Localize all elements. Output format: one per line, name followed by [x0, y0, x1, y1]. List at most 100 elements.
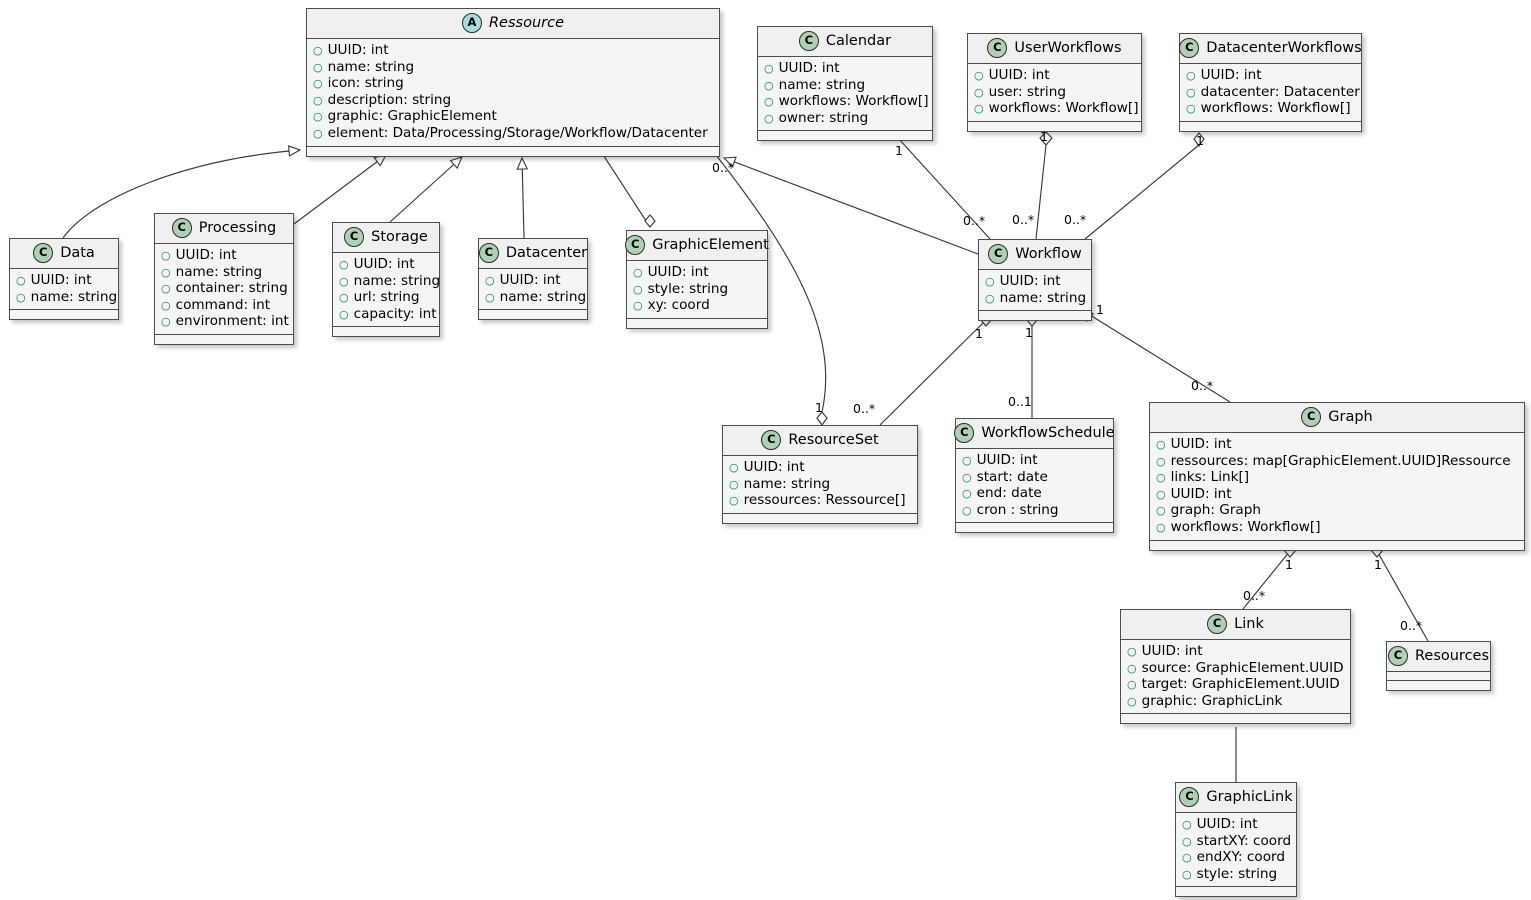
visibility-public-icon: ○: [962, 487, 972, 501]
attribute-text: UUID: int: [175, 247, 237, 263]
class-attributes-workflowschedule: ○UUID: int○start: date○end: date○cron : …: [956, 449, 1113, 524]
attribute-text: links: Link[]: [1170, 469, 1250, 486]
attribute-text: url: string: [353, 289, 420, 306]
multiplicity-label: 1: [1285, 557, 1293, 572]
attribute-row: ○UUID: int: [1186, 67, 1355, 84]
visibility-public-icon: ○: [1182, 851, 1192, 865]
attribute-text: UUID: int: [1196, 816, 1258, 832]
attribute-row: ○UUID: int: [962, 452, 1107, 469]
visibility-public-icon: ○: [962, 503, 972, 517]
class-header-datacenterworkflows: C DatacenterWorkflows: [1179, 34, 1362, 64]
visibility-public-icon: ○: [1156, 504, 1166, 518]
class-name-calendar: Calendar: [825, 32, 892, 49]
multiplicity-label: 0..1: [1008, 394, 1032, 409]
class-attributes-userworkflows: ○UUID: int○user: string○workflows: Workf…: [968, 64, 1141, 122]
class-methods-data: [10, 310, 118, 320]
visibility-public-icon: ○: [1127, 694, 1137, 708]
attribute-text: xy: coord: [647, 297, 710, 314]
visibility-public-icon: ○: [1186, 85, 1196, 99]
uml-class-datacenterworkflows[interactable]: C DatacenterWorkflows ○UUID: int○datacente…: [1179, 33, 1362, 132]
attribute-row: ○icon: string: [313, 75, 713, 92]
class-icon: C: [171, 218, 192, 238]
edge-datacenterworkflows-workflow: [1084, 144, 1200, 240]
visibility-public-icon: ○: [485, 290, 495, 304]
attribute-row: ○datacenter: Datacenter: [1186, 84, 1360, 101]
edge-storage-inherits-ressource: [389, 156, 463, 223]
attribute-row: ○name: string: [729, 476, 911, 493]
attribute-row: ○style: string: [1182, 866, 1290, 883]
class-name-datacenterworkflows: DatacenterWorkflows: [1206, 39, 1362, 56]
class-attributes-datacenterworkflows: ○UUID: int○datacenter: Datacenter○ workfl…: [1180, 64, 1361, 122]
class-methods-resourceset: [723, 513, 917, 523]
attribute-text: workflows: Workflow[]: [778, 93, 929, 110]
class-methods-processing: [155, 334, 293, 344]
attribute-text: name: string: [743, 475, 831, 492]
attribute-text: style: string: [1196, 865, 1278, 882]
class-methods-ressource: [307, 146, 719, 156]
attribute-row: ○description: string: [313, 92, 713, 109]
attribute-row: ○workflows: Workflow[]: [1156, 519, 1518, 536]
visibility-public-icon: ○: [962, 470, 972, 484]
attribute-row: ○cron : string: [962, 502, 1107, 519]
attribute-text: name: string: [175, 263, 263, 280]
attribute-row: ○ressources: Ressource[]: [729, 492, 911, 509]
class-attributes-calendar: ○UUID: int○name: string○workflows: Workf…: [758, 57, 932, 132]
class-attributes-link: ○UUID: int○source: GraphicElement.UUID○t…: [1121, 640, 1350, 715]
attribute-text: UUID: int: [976, 452, 1038, 468]
attribute-text: user: string: [988, 83, 1066, 100]
attribute-row: ○workflows: Workflow[]: [764, 93, 929, 110]
visibility-public-icon: ○: [485, 274, 495, 287]
attribute-text: startXY: coord: [1196, 832, 1292, 849]
attribute-row: ○user: string: [974, 84, 1135, 101]
visibility-public-icon: ○: [764, 78, 774, 92]
attribute-row: ○environment: int: [161, 313, 289, 330]
class-name-workflow: Workflow: [1015, 245, 1082, 262]
attribute-row: ○source: GraphicElement.UUID: [1127, 660, 1344, 677]
class-icon: C: [1179, 38, 1200, 58]
attribute-row: ○ endXY: coord: [1182, 849, 1290, 866]
visibility-public-icon: ○: [313, 60, 323, 74]
multiplicity-label: 1: [975, 326, 983, 341]
attribute-text: command: int: [175, 296, 271, 313]
class-icon: C: [954, 423, 975, 443]
class-icon: C: [987, 38, 1008, 58]
attribute-row: ○UUID: int: [1182, 816, 1290, 833]
attribute-row: ○style: string: [633, 281, 761, 298]
attribute-row: ○UUID: int: [729, 459, 911, 476]
multiplicity-label: 0..*: [712, 160, 735, 175]
class-methods-storage: [333, 327, 439, 337]
class-name-link: Link: [1234, 615, 1264, 632]
visibility-public-icon: ○: [161, 265, 171, 279]
attribute-row: ○UUID: int: [1127, 643, 1344, 660]
attribute-text: UUID: int: [999, 273, 1061, 289]
multiplicity-label: 1: [1096, 302, 1104, 317]
attribute-text: name: string: [30, 288, 118, 305]
attribute-text: workflows: Workflow[]: [1200, 100, 1351, 117]
attribute-text: endXY: coord: [1196, 849, 1286, 866]
attribute-row: ○owner: string: [764, 110, 926, 127]
multiplicity-label: 1: [1196, 133, 1204, 148]
class-attributes-graphicelement: ○UUID: int○style: string○xy: coord: [627, 261, 767, 319]
abstract-class-icon: A: [461, 13, 482, 33]
attribute-row: ○name: string: [485, 289, 586, 306]
visibility-public-icon: ○: [313, 44, 323, 57]
